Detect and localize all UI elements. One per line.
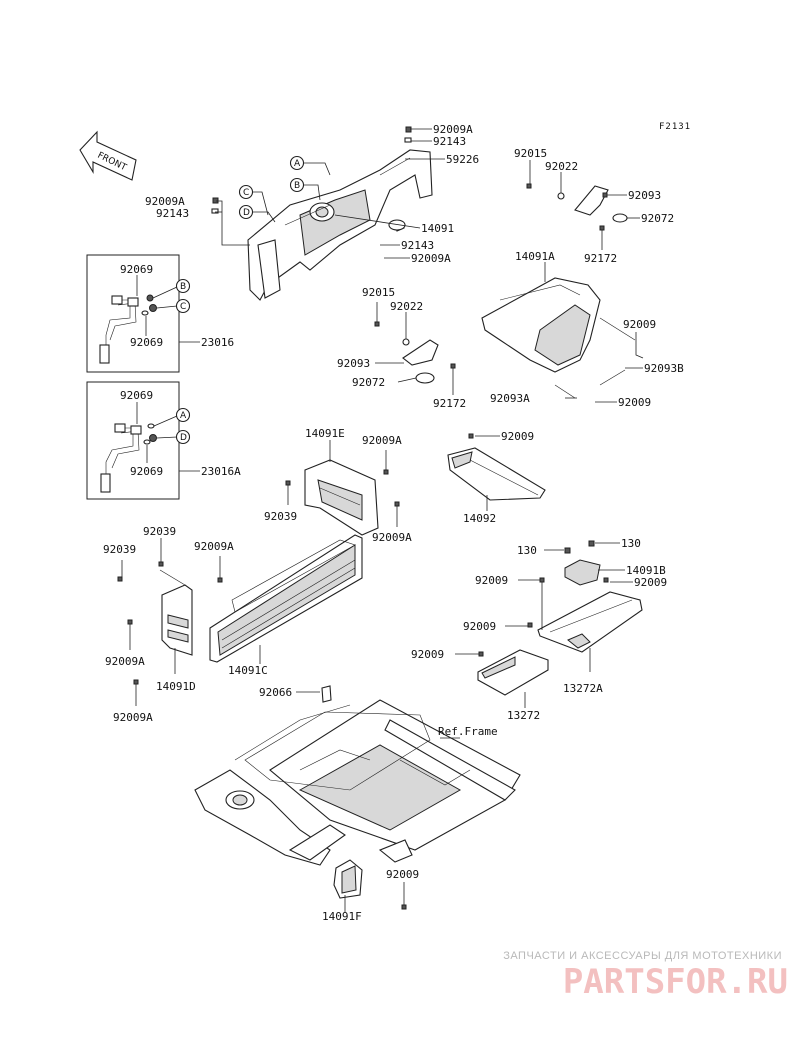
callout-a: A [289,155,305,171]
label-92009A: 92009A [372,531,412,544]
label-14091: 14091 [421,222,454,235]
harness-23016A [100,423,157,493]
svg-text:C: C [180,302,186,312]
label-92009: 92009 [501,430,534,443]
plate-13272 [477,649,549,696]
callout-b: B [175,278,191,294]
label-92015: 92015 [514,147,547,160]
label-92022: 92022 [545,160,578,173]
svg-text:B: B [180,282,186,292]
label-92093B: 92093B [644,362,684,375]
cover-14091B [564,559,601,586]
label-92009A: 92009A [433,123,473,136]
label-92009: 92009 [386,868,419,881]
side-panel-14091D [159,569,193,656]
label-92009A: 92009A [145,195,185,208]
label-92009: 92009 [634,576,667,589]
label-92039: 92039 [143,525,176,538]
label-92009A: 92009A [362,434,402,447]
panel-14091E [304,459,379,536]
bracket-group-right-top [526,183,628,231]
cover-14091A [481,277,636,399]
label-92009: 92009 [411,648,444,661]
label-92009A: 92009A [105,655,145,668]
label-14091B: 14091B [626,564,666,577]
label-92143: 92143 [156,207,189,220]
svg-text:C: C [243,188,249,198]
figure-code: F2131 [659,122,691,132]
svg-text:D: D [180,433,187,443]
label-130: 130 [517,544,537,557]
watermark-logo: PARTSFOR.RU [562,962,788,1002]
label-14091E: 14091E [305,427,345,440]
label-92009A: 92009A [113,711,153,724]
svg-text:B: B [294,181,300,191]
label-13272: 13272 [507,709,540,722]
label-92009: 92009 [623,318,656,331]
callout-d: D [175,429,191,445]
label-92009A: 92009A [411,252,451,265]
label-ref-frame: Ref.Frame [438,725,498,738]
label-92069: 92069 [130,336,163,349]
inset-box-23016 [86,254,180,373]
watermark-tagline: ЗАПЧАСТИ И АКСЕССУАРЫ ДЛЯ МОТОТЕХНИКИ [503,950,782,962]
label-92069: 92069 [120,263,153,276]
label-92143: 92143 [401,239,434,252]
label-92015: 92015 [362,286,395,299]
label-23016: 23016 [201,336,234,349]
svg-text:A: A [294,159,301,169]
upper-panel-assembly [247,149,433,301]
label-92039: 92039 [103,543,136,556]
bracket-14091F [333,859,363,899]
front-arrow-icon: FRONT [79,130,137,181]
callout-d: D [238,204,254,220]
plate-14092 [447,447,546,501]
label-130: 130 [621,537,641,550]
floor-panel-14091C [209,534,363,663]
label-14092: 14092 [463,512,496,525]
label-92172: 92172 [433,397,466,410]
label-92039: 92039 [264,510,297,523]
svg-text:D: D [243,208,250,218]
callout-b: B [289,177,305,193]
label-92009: 92009 [618,396,651,409]
label-92009A: 92009A [194,540,234,553]
label-92072: 92072 [352,376,385,389]
label-92093A: 92093A [490,392,530,405]
label-92066: 92066 [259,686,292,699]
label-92172: 92172 [584,252,617,265]
label-92069: 92069 [130,465,163,478]
harness-23016 [99,294,157,364]
plate-13272A [537,591,643,653]
callout-c: C [238,184,254,200]
label-92022: 92022 [390,300,423,313]
label-92009: 92009 [475,574,508,587]
label-23016A: 23016A [201,465,241,478]
callout-c: C [175,298,191,314]
label-92069: 92069 [120,389,153,402]
label-92093: 92093 [337,357,370,370]
label-59226: 59226 [446,153,479,166]
label-92072: 92072 [641,212,674,225]
bracket-group-center [374,321,456,384]
label-92093: 92093 [628,189,661,202]
label-92143: 92143 [433,135,466,148]
label-14091C: 14091C [228,664,268,677]
label-14091A: 14091A [515,250,555,263]
label-14091D: 14091D [156,680,196,693]
main-frame [194,685,521,866]
label-92009: 92009 [463,620,496,633]
label-14091F: 14091F [322,910,362,923]
svg-text:A: A [180,411,187,421]
callout-a: A [175,407,191,423]
label-13272A: 13272A [563,682,603,695]
